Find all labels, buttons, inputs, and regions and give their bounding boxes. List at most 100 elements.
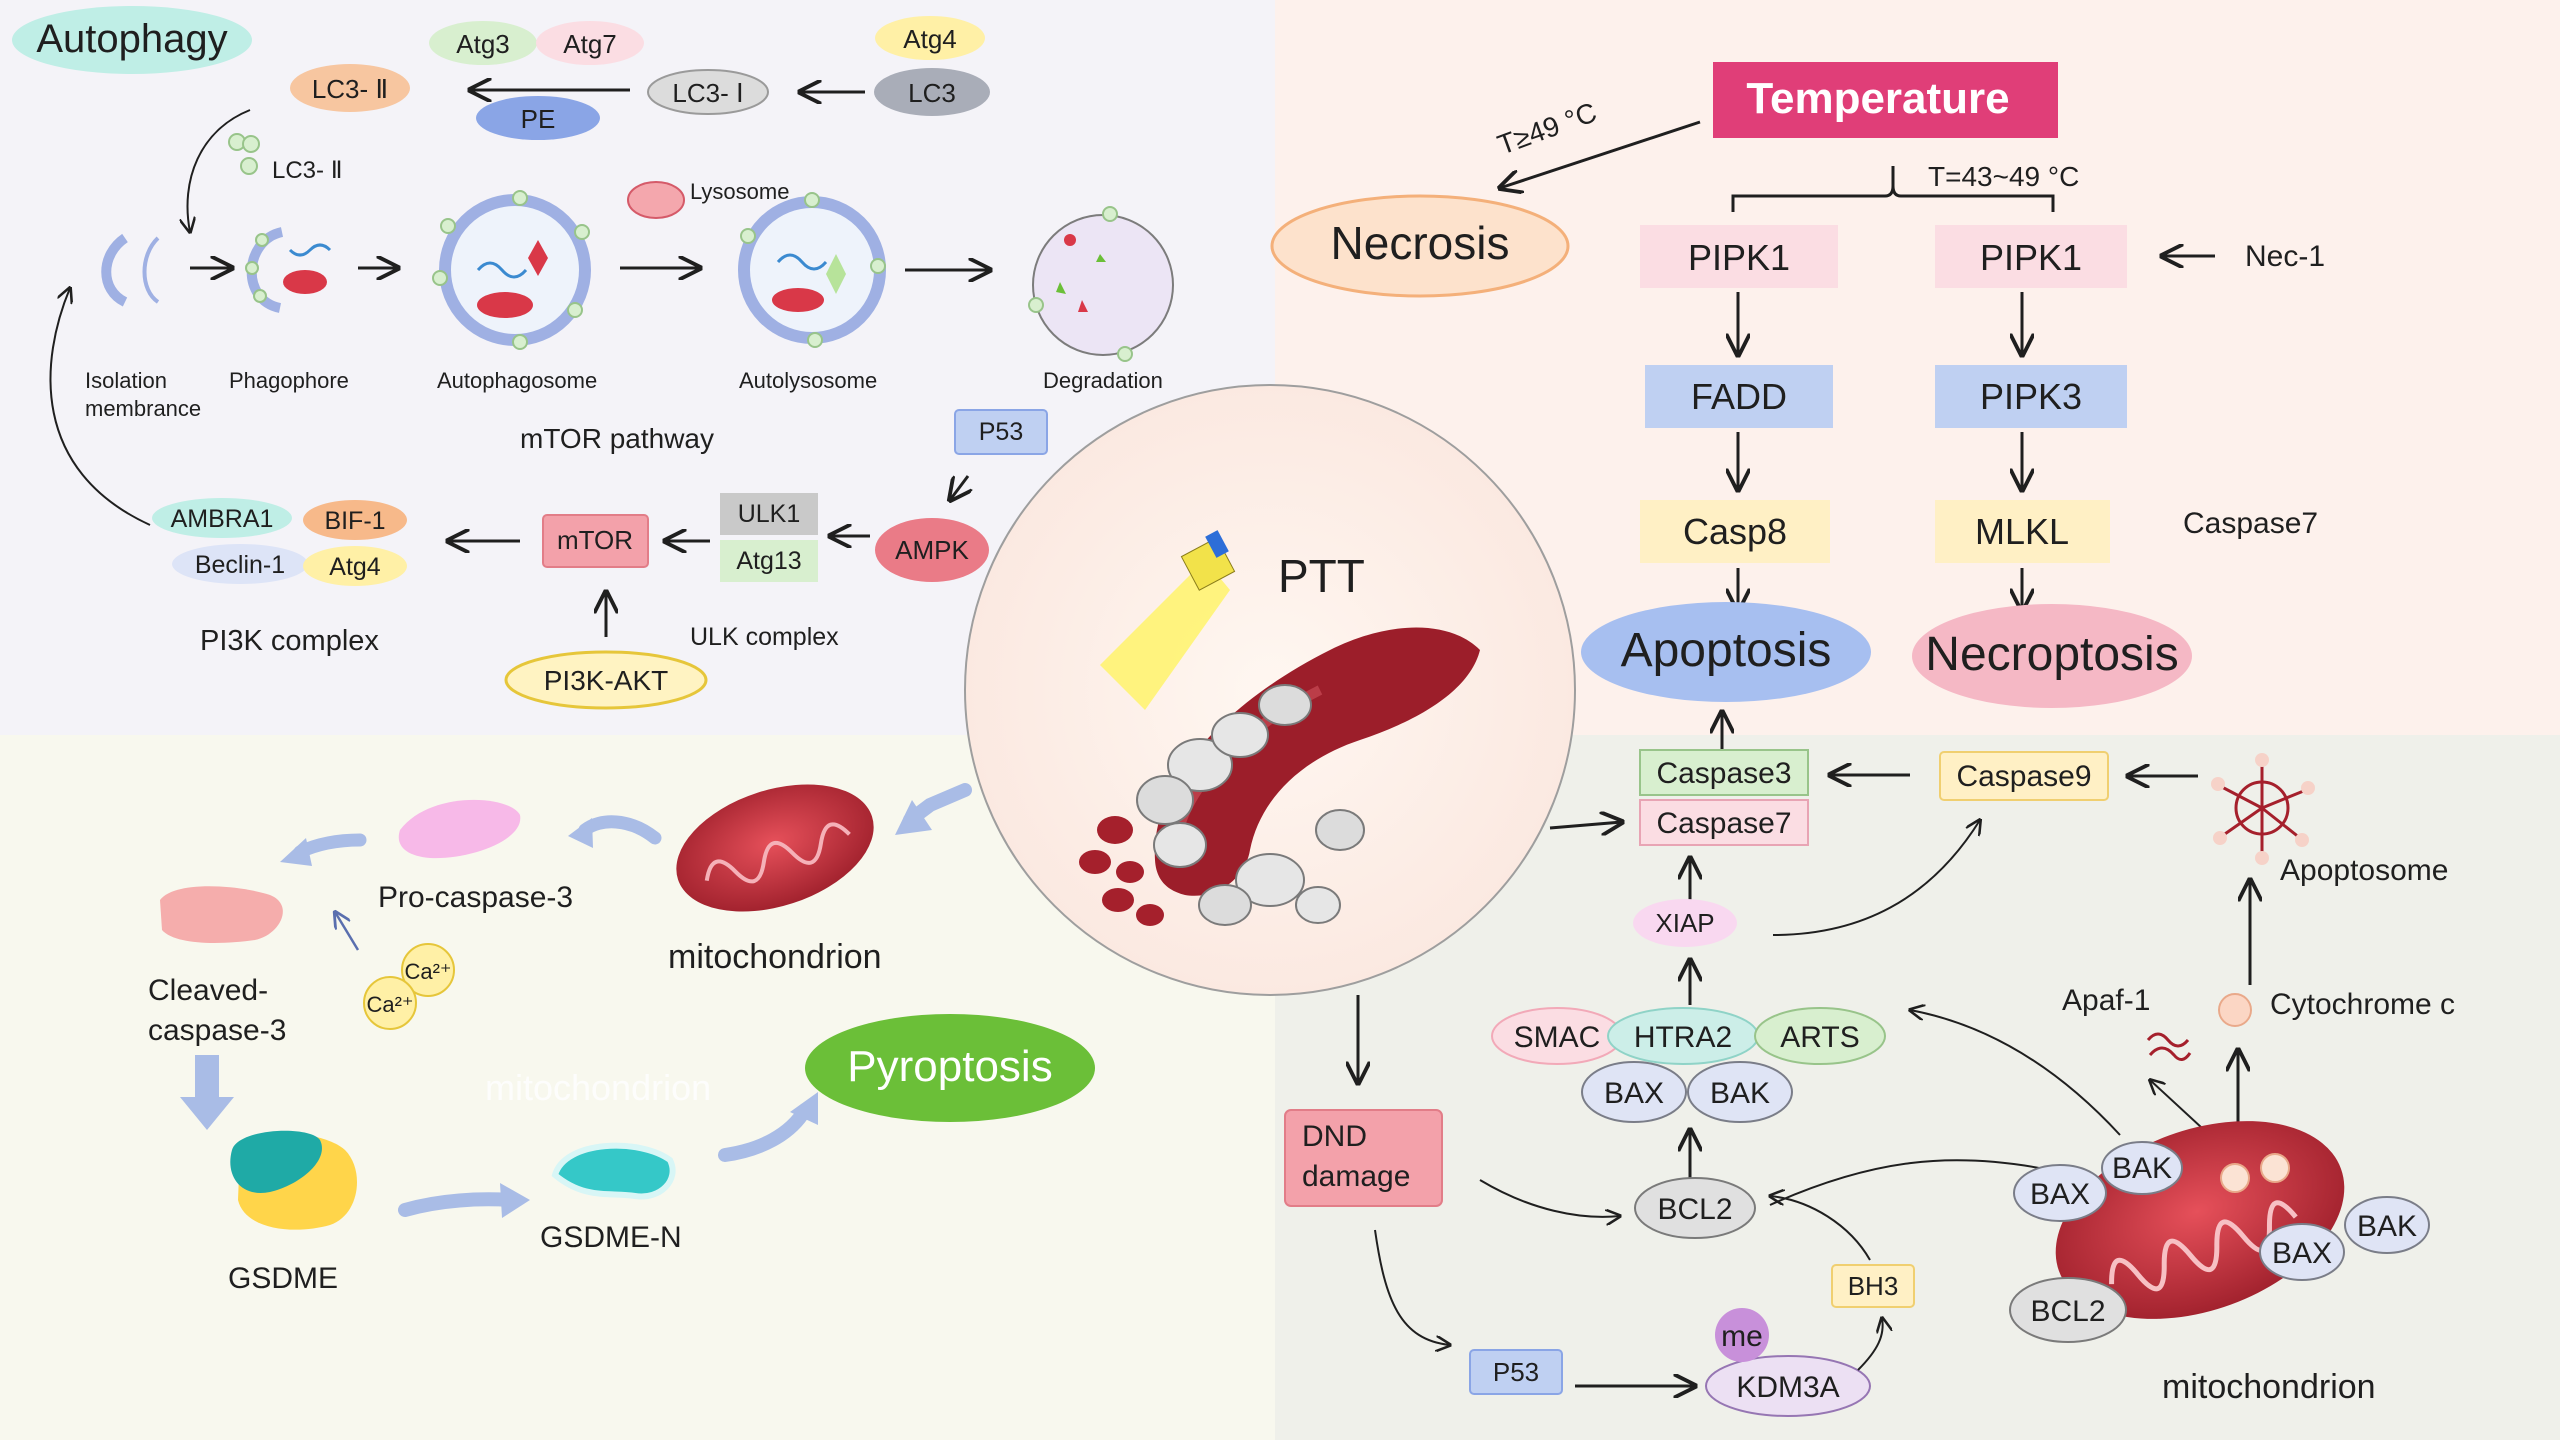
debris-dot-icon: [1064, 234, 1076, 246]
pipk1-right-node: [1935, 225, 2127, 288]
autolysosome-label: Autolysosome: [739, 368, 877, 393]
p53-top-label: P53: [979, 418, 1023, 446]
autophagy-title-badge: [12, 6, 252, 74]
isolation-membrane-icon: [101, 233, 129, 307]
lc3-i-label: LC3- Ⅰ: [672, 78, 743, 108]
nec1-label: Nec-1: [2245, 240, 2325, 273]
lc3-dot: [870, 258, 886, 274]
tumor-cell-icon: [1136, 775, 1194, 825]
p53-bottom-node: [1469, 1349, 1563, 1395]
mitochondrion-label: mitochondrion: [2162, 1368, 2376, 1406]
pi3k-akt-label: PI3K-AKT: [544, 665, 668, 696]
red-blood-cell-icon: [1116, 861, 1144, 883]
protein-diamond-icon: [528, 240, 548, 276]
ptt-label: PTT: [1278, 550, 1365, 602]
casp8-node: [1640, 500, 1830, 563]
bax-bottom-label: BAX: [2272, 1237, 2332, 1270]
lc3-particle: [242, 135, 260, 153]
dnd-label-line2: damage: [1302, 1160, 1410, 1193]
red-blood-cell-icon: [1079, 850, 1111, 874]
necrosis-label: Necrosis: [1331, 217, 1510, 269]
lc3-dot: [512, 334, 528, 350]
htra2-label: HTRA2: [1634, 1021, 1732, 1054]
curve-lc3-to-membrane: [188, 109, 251, 232]
red-blood-cell-icon: [1097, 816, 1133, 844]
isolation-label: Isolation: [85, 368, 167, 393]
temperature-header: [1713, 62, 2058, 138]
calcium-ion-icon: [363, 976, 417, 1030]
lc3-dot: [255, 233, 269, 247]
atg13-node: [720, 540, 818, 582]
xiap-node: [1633, 899, 1737, 947]
pipk1-left-label: PIPK1: [1688, 237, 1790, 278]
ampk-label: AMPK: [895, 535, 969, 565]
beclin1-node: [172, 544, 308, 584]
tumor-cell-icon: [1198, 884, 1252, 926]
cytochrome-c-label: Cytochrome c: [2270, 988, 2455, 1021]
fadd-node: [1645, 365, 1833, 428]
kdm3a-label: KDM3A: [1736, 1371, 1839, 1404]
arrow-temp-to-necrosis: [1500, 120, 1701, 188]
pyroptosis-label: Pyroptosis: [847, 1042, 1052, 1091]
laser-tip-icon: [1205, 530, 1229, 558]
dna-icon: [776, 253, 828, 271]
mtor-pathway-label: mTOR pathway: [520, 423, 714, 454]
caspase3-label: Caspase3: [1656, 757, 1791, 790]
mtor-node: [542, 514, 649, 568]
lc3-particle: [240, 157, 258, 175]
ambra1-node: [152, 498, 292, 538]
atg4-b-label: Atg4: [329, 553, 381, 581]
big-arrowhead-icon: [790, 1092, 818, 1125]
arts-node: [1754, 1007, 1886, 1065]
bax-node: [1581, 1061, 1687, 1123]
beclin1-label: Beclin-1: [195, 551, 285, 579]
big-arrow-cleaved-to-gsdme: [195, 1055, 219, 1097]
bak-label: BAK: [1710, 1077, 1770, 1110]
bak-right-node: [2344, 1196, 2430, 1254]
tumor-cell-icon: [1315, 809, 1365, 851]
atg4-label: Atg4: [903, 24, 957, 54]
curve-bax-to-bcl2: [1769, 1159, 2051, 1206]
mlkl-node: [1935, 500, 2110, 563]
degradation-label: Degradation: [1043, 368, 1163, 393]
lc3-dot: [1102, 206, 1118, 222]
curve-dnd-to-bcl2: [1479, 1179, 1620, 1217]
ulk1-label: ULK1: [738, 500, 801, 528]
bak-right-label: BAK: [2357, 1210, 2417, 1243]
ca-label-2: Ca²⁺: [366, 992, 413, 1017]
bcl2-node: [1634, 1177, 1756, 1239]
bif1-node: [303, 500, 407, 540]
debris-fragment-icon: [1096, 254, 1106, 262]
red-blood-cell-icon: [1102, 888, 1134, 912]
methyl-me-label: me: [1721, 1320, 1763, 1353]
lc3-ii-top-label: LC3- Ⅱ: [312, 74, 388, 104]
cytochrome-c-particle: [2220, 1163, 2250, 1193]
pi3k-akt-node: [504, 650, 708, 710]
apoptosis-node: [1581, 602, 1871, 702]
p53-bottom-label: P53: [1493, 1357, 1539, 1387]
caspase3-node: [1639, 749, 1809, 796]
cleaved-label-line2: caspase-3: [148, 1014, 286, 1047]
curve-kdm3a-to-bh3: [1857, 1318, 1883, 1371]
methyl-me-node: [1715, 1308, 1769, 1362]
lc3-dot: [432, 270, 448, 286]
pro-caspase3-label: Pro-caspase-3: [378, 881, 573, 914]
lc3-dot: [807, 332, 823, 348]
pipk3-label: PIPK3: [1980, 376, 2082, 417]
bh3-label: BH3: [1848, 1271, 1899, 1301]
bcl2-label: BCL2: [1657, 1193, 1732, 1226]
mitochondrion-small-icon: [283, 270, 327, 294]
pi3k-complex-label: PI3K complex: [200, 625, 379, 657]
dnd-label-line1: DND: [1302, 1120, 1367, 1153]
lc3-label: LC3: [908, 78, 956, 108]
ampk-node: [875, 518, 989, 582]
caspase9-label: Caspase9: [1956, 760, 2091, 793]
debris-fragment-icon: [1056, 282, 1066, 294]
atg3-label: Atg3: [456, 29, 510, 59]
pipk3-node: [1935, 365, 2127, 428]
tumor-cell-icon: [1258, 684, 1312, 726]
lc3-dot: [440, 218, 456, 234]
lc3-dot: [512, 190, 528, 206]
lc3-ii-label: LC3- Ⅱ: [272, 157, 343, 184]
